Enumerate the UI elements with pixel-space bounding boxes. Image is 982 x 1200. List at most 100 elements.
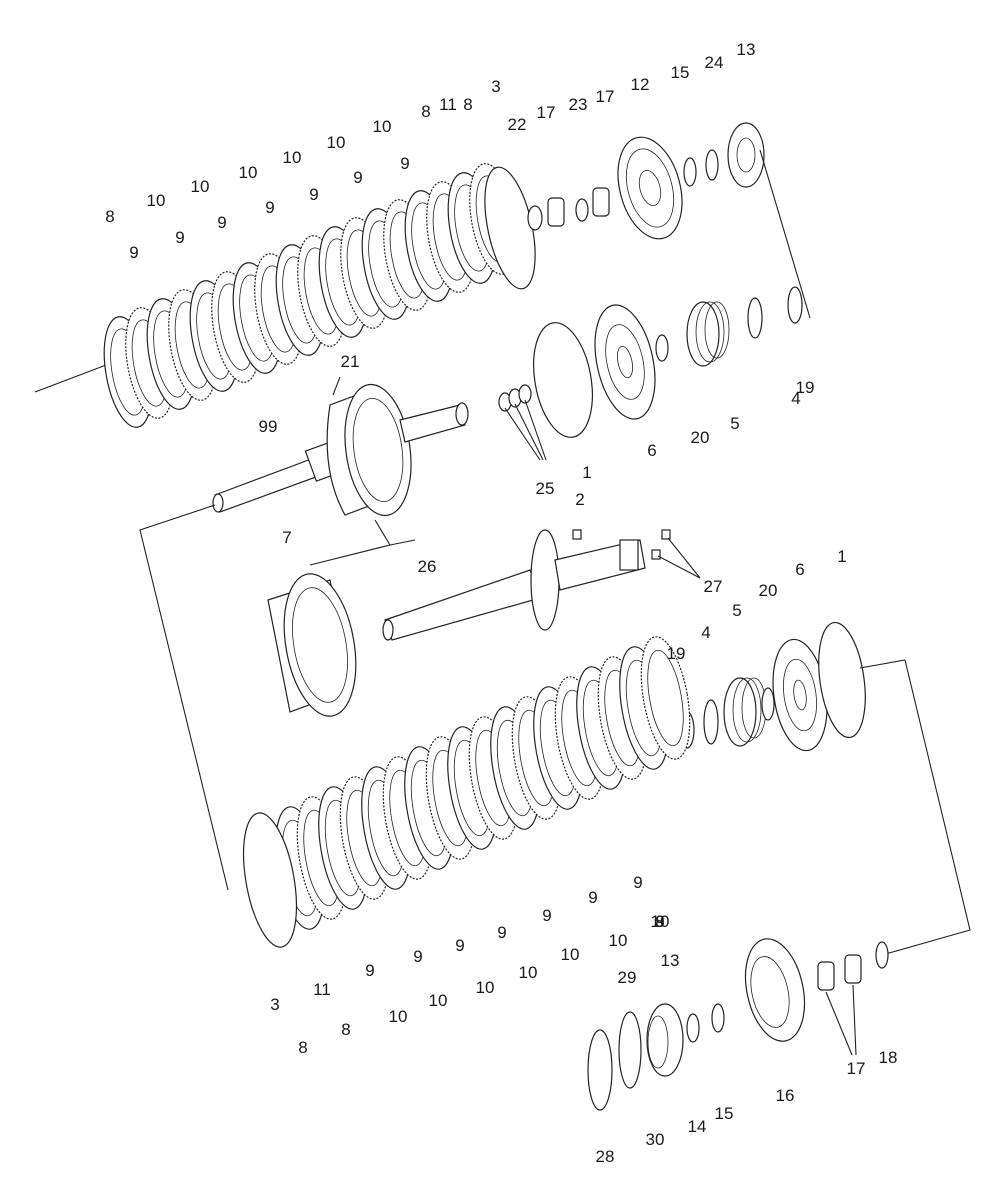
leader-25a — [504, 407, 541, 461]
callout-label-3: 3 — [491, 77, 500, 96]
callout-label-8: 8 — [298, 1038, 307, 1057]
callout-label-22: 22 — [508, 115, 527, 134]
callout-label-9: 9 — [175, 228, 184, 247]
callout-label-19: 19 — [796, 378, 815, 397]
needle-bearing-17d — [844, 954, 862, 984]
callout-label-10: 10 — [519, 963, 538, 982]
washer-14 — [686, 1013, 700, 1043]
needle-bearing-17a — [547, 197, 565, 227]
callout-label-9: 9 — [400, 154, 409, 173]
callout-label-9: 9 — [309, 185, 318, 204]
callout-label-10: 10 — [561, 945, 580, 964]
piston-6-lower — [772, 638, 828, 752]
input-shaft-99 — [212, 440, 346, 513]
callout-label-21: 21 — [341, 352, 360, 371]
callout-label-8: 8 — [463, 95, 472, 114]
callout-label-9: 9 — [655, 912, 664, 931]
ring-1-lower — [818, 621, 866, 739]
callout-label-10: 10 — [389, 1007, 408, 1026]
callout-label-14: 14 — [688, 1117, 707, 1136]
callout-label-23: 23 — [569, 95, 588, 114]
callout-label-5: 5 — [730, 414, 739, 433]
retainer-4-upper — [747, 297, 763, 339]
callout-label-9: 9 — [633, 873, 642, 892]
spring-5-lower — [723, 677, 767, 747]
leader-25c — [524, 399, 547, 461]
callout-label-9: 9 — [455, 936, 464, 955]
callout-label-4: 4 — [701, 623, 710, 642]
callout-label-17: 17 — [596, 87, 615, 106]
seal-20-lower — [761, 687, 775, 721]
callout-label-10: 10 — [609, 931, 628, 950]
callout-label-9: 9 — [497, 923, 506, 942]
callout-label-8: 8 — [421, 102, 430, 121]
callout-label-6: 6 — [647, 441, 656, 460]
callout-label-10: 10 — [147, 191, 166, 210]
callout-label-12: 12 — [631, 75, 650, 94]
plug-27a — [661, 529, 671, 540]
callout-label-5: 5 — [732, 601, 741, 620]
bottom-right-group — [587, 938, 889, 1111]
needle-bearing-17b — [592, 187, 610, 217]
callout-label-17: 17 — [847, 1059, 866, 1078]
needle-bearing-17c — [817, 961, 835, 991]
callout-label-13: 13 — [737, 40, 756, 59]
snap-ring-3-lower — [242, 812, 298, 948]
callout-label-9: 9 — [353, 168, 362, 187]
callout-label-24: 24 — [705, 53, 724, 72]
callout-label-3: 3 — [270, 995, 279, 1014]
lower-clutch-plate-bore — [647, 649, 684, 747]
leader-27b — [657, 555, 701, 579]
seal-20-upper — [655, 334, 669, 362]
leader-line-upper-right — [759, 149, 811, 319]
lower-right-group — [679, 621, 971, 956]
callout-label-7: 7 — [282, 528, 291, 547]
shaft-flange — [530, 529, 560, 631]
washer-15-lower — [711, 1003, 725, 1033]
callout-label-8: 8 — [655, 912, 664, 931]
callout-label-9: 9 — [588, 888, 597, 907]
leader-27a — [667, 537, 701, 579]
ring-1-upper — [533, 322, 593, 438]
center-shaft-group — [139, 376, 701, 891]
leader-line-left — [139, 504, 229, 891]
piston-6-upper — [594, 304, 656, 420]
upper-right-group — [498, 286, 803, 461]
bearing-13-upper — [727, 122, 765, 188]
leader-line-26 — [389, 539, 416, 546]
callout-label-28: 28 — [596, 1147, 615, 1166]
callout-label-1: 1 — [582, 463, 591, 482]
lower-clutch-pack — [242, 636, 691, 948]
spring-5-upper — [686, 301, 730, 367]
callout-label-13: 13 — [661, 951, 680, 970]
output-shaft-26 — [382, 529, 646, 641]
callout-label-99: 99 — [259, 417, 278, 436]
callout-label-10: 10 — [651, 912, 670, 931]
retainer-4-lower — [703, 699, 719, 745]
callout-label-10: 10 — [191, 177, 210, 196]
washer-22 — [527, 205, 543, 231]
washer-23 — [575, 198, 589, 222]
callout-label-9: 9 — [129, 243, 138, 262]
callout-label-11: 11 — [439, 95, 457, 114]
callout-label-8: 8 — [341, 1020, 350, 1039]
callout-label-10: 10 — [327, 133, 346, 152]
leader-line-right — [859, 659, 971, 956]
ring-28 — [587, 1029, 613, 1111]
leader-17c — [825, 991, 853, 1056]
callout-label-20: 20 — [691, 428, 710, 447]
callout-label-8: 8 — [105, 207, 114, 226]
callout-label-10: 10 — [239, 163, 258, 182]
seal-25c — [518, 384, 532, 404]
callout-label-15: 15 — [671, 63, 690, 82]
plug-2 — [572, 529, 582, 540]
lower-clutch-plate — [640, 636, 691, 760]
callout-label-11: 11 — [313, 980, 331, 999]
callout-label-20: 20 — [759, 581, 778, 600]
callout-label-10: 10 — [476, 978, 495, 997]
leader-line-7 — [309, 519, 391, 566]
callout-label-9: 9 — [365, 961, 374, 980]
drum-hub-21 — [326, 383, 469, 517]
callout-label-19: 19 — [667, 644, 686, 663]
